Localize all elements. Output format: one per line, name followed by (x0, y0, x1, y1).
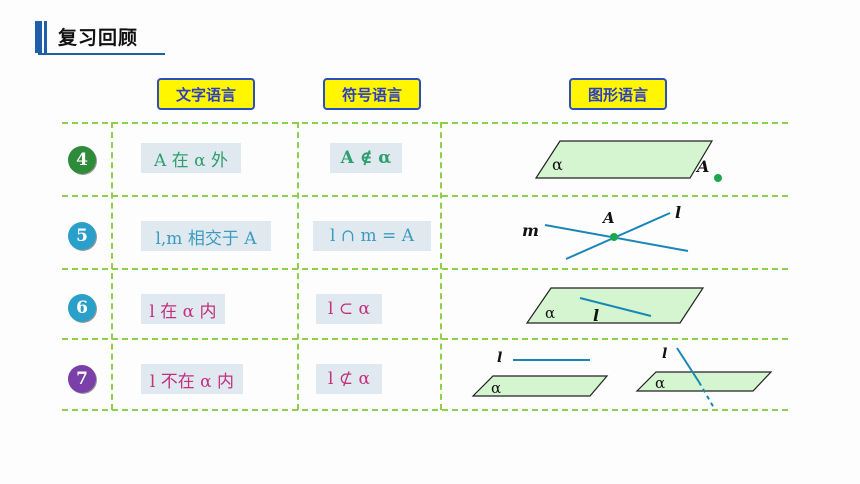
plane-label: α (491, 379, 501, 397)
plane-shape (534, 140, 714, 179)
plane-shape (525, 287, 705, 324)
line-label: l (497, 350, 502, 366)
grid-line (62, 409, 788, 411)
section-title: 复习回顾 (30, 19, 165, 55)
text-language-cell: A 在 α 外 (141, 143, 241, 173)
grid-line (62, 195, 788, 197)
point-dot (714, 174, 722, 182)
plane-label: α (552, 155, 563, 174)
line-m-label: m (522, 221, 539, 240)
point-label: A (601, 209, 615, 227)
line-l-label: l (675, 203, 681, 222)
plane-shape (635, 371, 773, 392)
text-language-cell: l 不在 α 内 (141, 364, 243, 394)
grid-column-line (111, 122, 113, 410)
figure-line-parallel-plane: l α (471, 350, 609, 397)
plane-label: α (545, 304, 555, 322)
figure-intersecting-lines: m l A (522, 203, 689, 260)
row-number-badge: 4 (68, 146, 96, 174)
figure-point-outside-plane: α A (534, 140, 722, 182)
row-number-badge: 7 (68, 365, 96, 393)
figure-line-in-plane: α l (525, 287, 705, 325)
line-l (565, 212, 671, 260)
plane-label: α (655, 374, 665, 392)
intersection-dot (610, 233, 618, 241)
row-number-badge: 5 (68, 222, 96, 250)
symbol-language-cell: A ∉ α (330, 143, 402, 173)
symbol-language-cell: l ∩ m = A (313, 221, 431, 251)
grid-line (62, 268, 788, 270)
header-figure-language: 图形语言 (569, 78, 667, 110)
text-language-cell: l,m 相交于 A (141, 221, 271, 251)
header-text-language: 文字语言 (157, 78, 255, 110)
point-label: A (695, 157, 709, 176)
line-l (579, 297, 652, 317)
title-accent-bar (35, 21, 42, 53)
line-l-hidden (698, 381, 715, 409)
line-label: l (662, 346, 667, 362)
line-l-visible (676, 347, 700, 383)
grid-column-line (440, 122, 442, 410)
grid-line (62, 338, 788, 340)
text-language-cell: l 在 α 内 (141, 294, 225, 324)
title-underline (38, 53, 165, 55)
row-number-badge: 6 (68, 294, 96, 322)
line-label: l (593, 306, 599, 325)
figure-line-crossing-plane: l α (635, 346, 773, 409)
header-symbol-language: 符号语言 (323, 78, 421, 110)
grid-column-line (297, 122, 299, 410)
title-accent-bar-thin (44, 21, 47, 53)
symbol-language-cell: l ⊂ α (316, 294, 382, 324)
plane-shape (471, 375, 609, 397)
symbol-language-cell: l ⊄ α (316, 364, 382, 394)
page-title: 复习回顾 (58, 27, 139, 49)
grid-line (62, 122, 788, 124)
